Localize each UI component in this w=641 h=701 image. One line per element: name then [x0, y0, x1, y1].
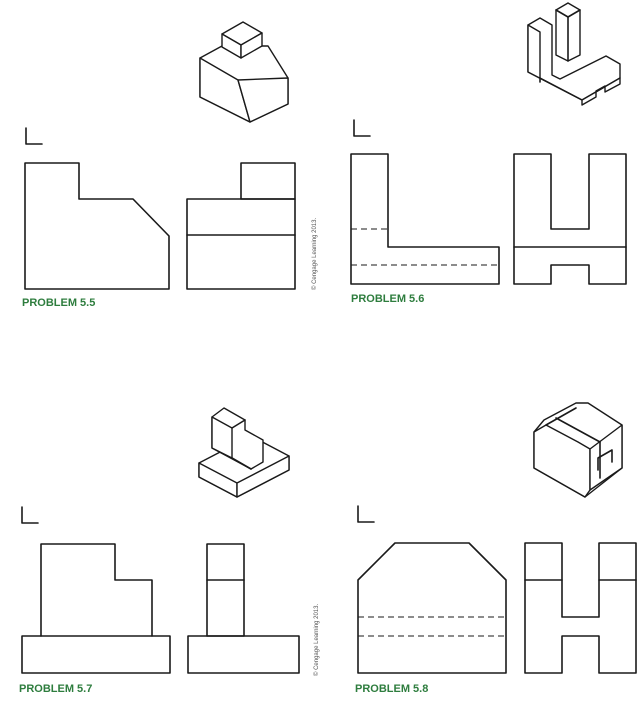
side-view — [186, 162, 296, 290]
problem-label: PROBLEM 5.7 — [19, 683, 92, 695]
isometric-pictorial — [533, 402, 623, 498]
corner-mark — [353, 119, 371, 137]
side-view — [524, 542, 637, 674]
problem-label: PROBLEM 5.6 — [351, 293, 424, 305]
front-view — [357, 542, 507, 674]
problem-5-6: PROBLEM 5.6 — [350, 2, 627, 305]
front-view — [350, 153, 500, 285]
problem-label: PROBLEM 5.8 — [355, 683, 428, 695]
credit-text: © Cengage Learning 2013. — [313, 604, 320, 676]
credit-text: © Cengage Learning 2013. — [311, 218, 318, 290]
problem-5-8: PROBLEM 5.8 — [355, 402, 637, 695]
problem-label: PROBLEM 5.5 — [22, 297, 95, 309]
corner-mark — [25, 127, 43, 145]
corner-mark — [357, 505, 375, 523]
side-view — [513, 153, 627, 285]
corner-mark — [21, 506, 39, 524]
front-view — [24, 162, 170, 290]
side-view — [187, 543, 300, 674]
isometric-pictorial — [198, 407, 290, 498]
problem-5-7: © Cengage Learning 2013. PROBLEM 5.7 — [19, 407, 320, 695]
isometric-pictorial — [199, 21, 289, 123]
isometric-pictorial — [527, 2, 621, 106]
front-view — [21, 543, 171, 674]
problem-5-5: © Cengage Learning 2013. PROBLEM 5.5 — [22, 21, 318, 309]
